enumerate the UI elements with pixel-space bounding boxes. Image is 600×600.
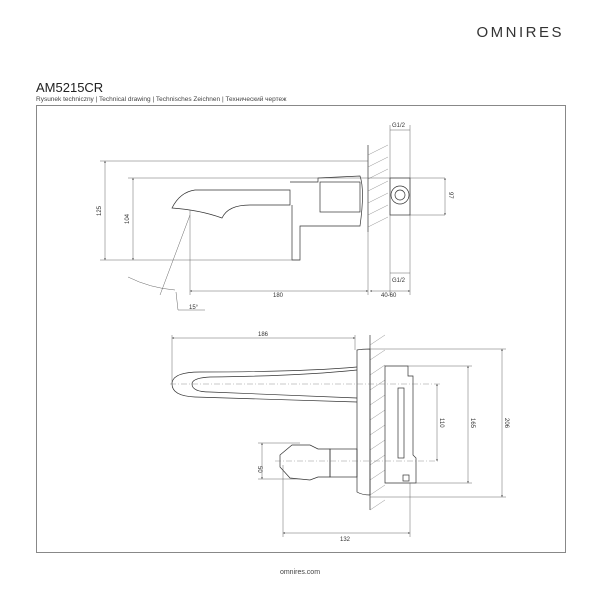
thread-top: G1/2	[392, 123, 406, 129]
front-view: 186 50 132 110 165 206	[170, 332, 509, 543]
wall-hatch	[367, 144, 389, 232]
dim-50: 50	[256, 466, 262, 473]
thread-bottom: G1/2	[392, 278, 406, 284]
drawing-frame	[36, 105, 566, 553]
dim-104: 104	[125, 213, 131, 224]
body	[290, 175, 363, 261]
dim-125: 125	[97, 205, 103, 216]
dim-40-60: 40-60	[381, 293, 397, 299]
side-view: 125 104 97 180 40-60 G1/2 G1/2 15°	[97, 123, 453, 311]
product-code: AM5215CR	[36, 80, 104, 95]
dim-165: 165	[469, 418, 475, 429]
handle	[279, 444, 331, 481]
dim-132: 132	[340, 537, 351, 543]
dim-97: 97	[447, 192, 453, 199]
dim-110: 110	[438, 418, 444, 428]
wall-hatch	[369, 334, 386, 511]
dim-206: 206	[503, 418, 509, 429]
subtitle: Rysunek techniczny | Technical drawing |…	[36, 96, 287, 103]
dim-186: 186	[258, 332, 269, 338]
spout	[171, 189, 291, 219]
angle-15: 15°	[189, 305, 199, 311]
dim-180: 180	[273, 293, 284, 299]
brand-logo: OMNIRES	[476, 24, 564, 41]
wall-plate	[356, 348, 371, 496]
footer-url: omnires.com	[279, 569, 321, 576]
inlet-fitting	[389, 177, 411, 216]
